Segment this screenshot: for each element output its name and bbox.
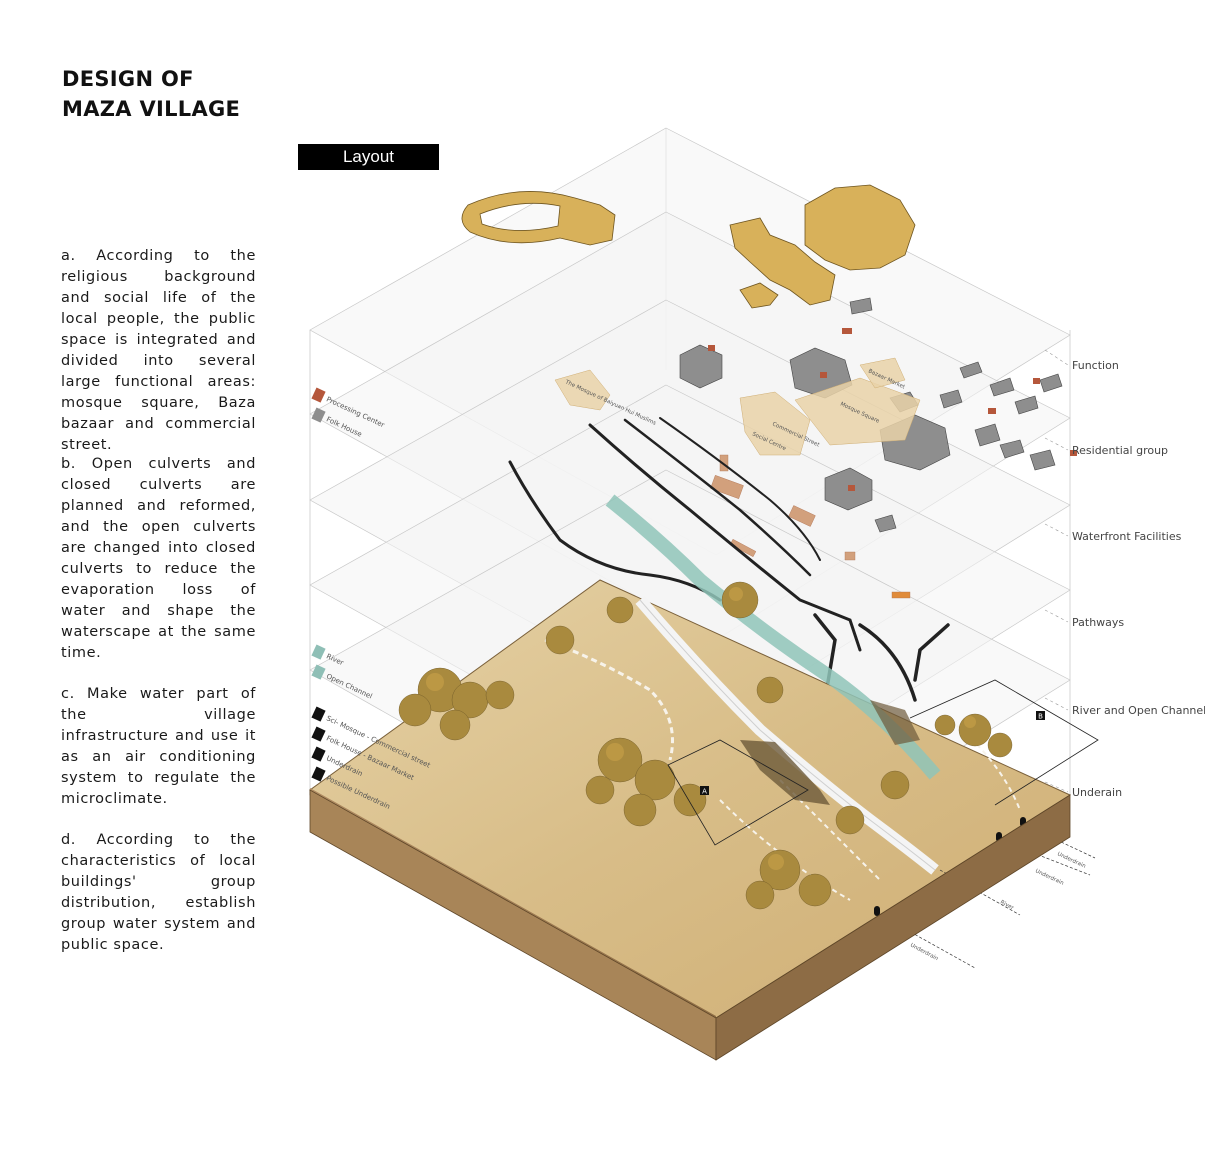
section-marker-a: A xyxy=(702,788,707,796)
bazaar-square-patch xyxy=(794,377,921,446)
commercial-street-patch xyxy=(739,391,811,456)
arrow-label-river: River xyxy=(999,899,1015,911)
bazaar-block-1 xyxy=(729,217,836,306)
paragraph-b: b. Open culverts and closed culverts are… xyxy=(61,456,256,661)
arrow-label-underdrain-3: Underdrain xyxy=(1056,851,1087,870)
section-marker-b: B xyxy=(1038,713,1043,721)
waterfront-facilities xyxy=(710,454,911,599)
layer-label-waterfront: Waterfront Facilities xyxy=(1072,530,1182,543)
pond-depression xyxy=(740,740,830,805)
layout-badge: Layout xyxy=(298,144,439,170)
bazaar-block-3 xyxy=(739,282,779,309)
layer-label-residential: Residential group xyxy=(1072,444,1169,457)
function-layer-buildings xyxy=(461,184,916,309)
layer-label-river: River and Open Channel xyxy=(1072,704,1205,717)
red-roofs xyxy=(708,328,1077,491)
mosque-ring-building xyxy=(461,191,616,246)
leader-lines xyxy=(1044,349,1069,793)
layer-label-underain: Underain xyxy=(1072,786,1123,799)
paragraph-a: a. According to the religious background… xyxy=(61,248,256,453)
arrow-label-underdrain-2: Underdrain xyxy=(1034,868,1065,887)
title-line-2: MAZA VILLAGE xyxy=(62,97,241,121)
public-space-patches xyxy=(554,357,921,456)
page-title: DESIGN OF MAZA VILLAGE xyxy=(62,64,240,124)
layer-label-pathways: Pathways xyxy=(1072,616,1125,629)
mosque-square-patch xyxy=(554,369,611,411)
paragraph-c: c. Make water part of the village infras… xyxy=(61,686,256,807)
title-line-1: DESIGN OF xyxy=(62,67,194,91)
layer-label-function: Function xyxy=(1072,359,1119,372)
bazaar-block-2 xyxy=(804,184,916,271)
paragraph-d: d. According to the characteristics of l… xyxy=(61,832,256,953)
residential-cluster-1 xyxy=(679,344,723,389)
